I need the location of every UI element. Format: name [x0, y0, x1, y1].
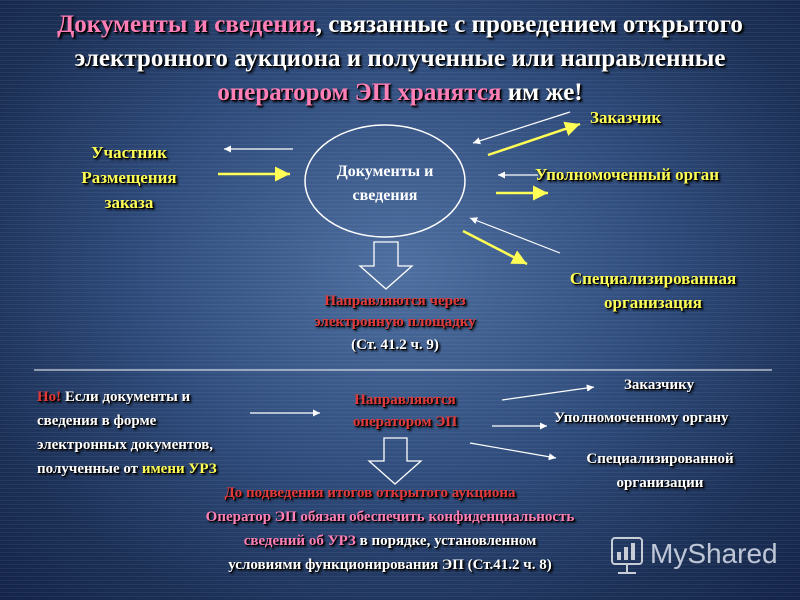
sent-by-line-1: Направляются — [354, 392, 456, 408]
participant-line-3: заказа — [104, 193, 154, 212]
but-note: Но! Если документы и сведения в форме эл… — [37, 385, 217, 481]
participant-line-1: Участник — [91, 143, 167, 162]
center-label: Документы и сведения — [319, 160, 451, 208]
arrow-from-customer — [472, 111, 571, 145]
title-white-1: , связанные с проведением открытого — [315, 11, 743, 38]
conditions-label: условиями функционирования ЭП (Ст.41.2 ч… — [228, 557, 552, 573]
participant-line-2: Размещения — [81, 168, 177, 187]
specialized-line-1: Специализированная — [569, 269, 737, 288]
title-pink-1: Документы и сведения — [57, 11, 316, 38]
participant-label: Участник Размещения заказа — [62, 140, 196, 215]
arrow-to-customer — [487, 121, 581, 157]
authorized-body-label: Уполномоченный орган — [535, 165, 720, 184]
down-block-arrow-2 — [367, 437, 423, 485]
but-line-1: Если документы и — [61, 389, 191, 405]
sent-via-line-2: электронную площадку — [314, 314, 476, 330]
customer-label: Заказчик — [590, 108, 662, 127]
arrow-from-specialized — [469, 217, 561, 254]
but-word: Но! — [37, 389, 62, 405]
arrow-to-specialized — [462, 229, 528, 266]
before-summary-label: До подведения итогов открытого аукциона — [224, 485, 516, 501]
sent-by-line-2: оператором ЭП — [352, 414, 458, 430]
to-customer-label: Заказчику — [624, 377, 695, 393]
arrow-to-specialized-2 — [469, 442, 557, 461]
center-line-1: Документы и — [336, 163, 434, 180]
sent-by-label: Направляются оператором ЭП — [325, 389, 485, 433]
specialized-line-2: организация — [604, 293, 702, 312]
to-specialized-line-2: организации — [616, 475, 704, 491]
myshared-watermark: MyShared — [650, 538, 778, 569]
title-line-2: электронного аукциона и полученные или н… — [74, 45, 726, 72]
sent-via-line-1: Направляются через — [324, 293, 466, 309]
down-block-arrow-1 — [358, 241, 414, 290]
to-authorized-label: Уполномоченному органу — [554, 410, 729, 426]
urz-info-white: в порядке, установленном — [355, 533, 537, 549]
article-label-1: (Ст. 41.2 ч. 9) — [351, 337, 439, 353]
to-specialized-label: Специализированной организации — [560, 447, 760, 495]
operator-must-label: Оператор ЭП обязан обеспечить конфиденци… — [205, 509, 575, 525]
but-line-4-white: полученные от — [37, 461, 142, 477]
title-white-3: им же! — [501, 79, 583, 106]
slide-title: Документы и сведения, связанные с провед… — [0, 8, 800, 110]
but-line-3: электронных документов, — [37, 437, 214, 453]
specialized-org-label: Специализированная организация — [538, 267, 768, 315]
arrow-to-customer-2 — [501, 384, 595, 401]
to-specialized-line-1: Специализированной — [586, 451, 734, 467]
but-line-2: сведения в форме — [37, 413, 157, 429]
center-line-2: сведения — [352, 187, 418, 204]
urz-info-pink: сведений об УРЗ — [243, 533, 356, 549]
sent-via-label: Направляются через электронную площадку — [280, 291, 510, 333]
title-pink-3: оператором ЭП хранятся — [217, 79, 502, 106]
but-line-4-yellow: имени УРЗ — [141, 461, 217, 477]
urz-info-label: сведений об УРЗ в порядке, установленном — [160, 534, 620, 549]
